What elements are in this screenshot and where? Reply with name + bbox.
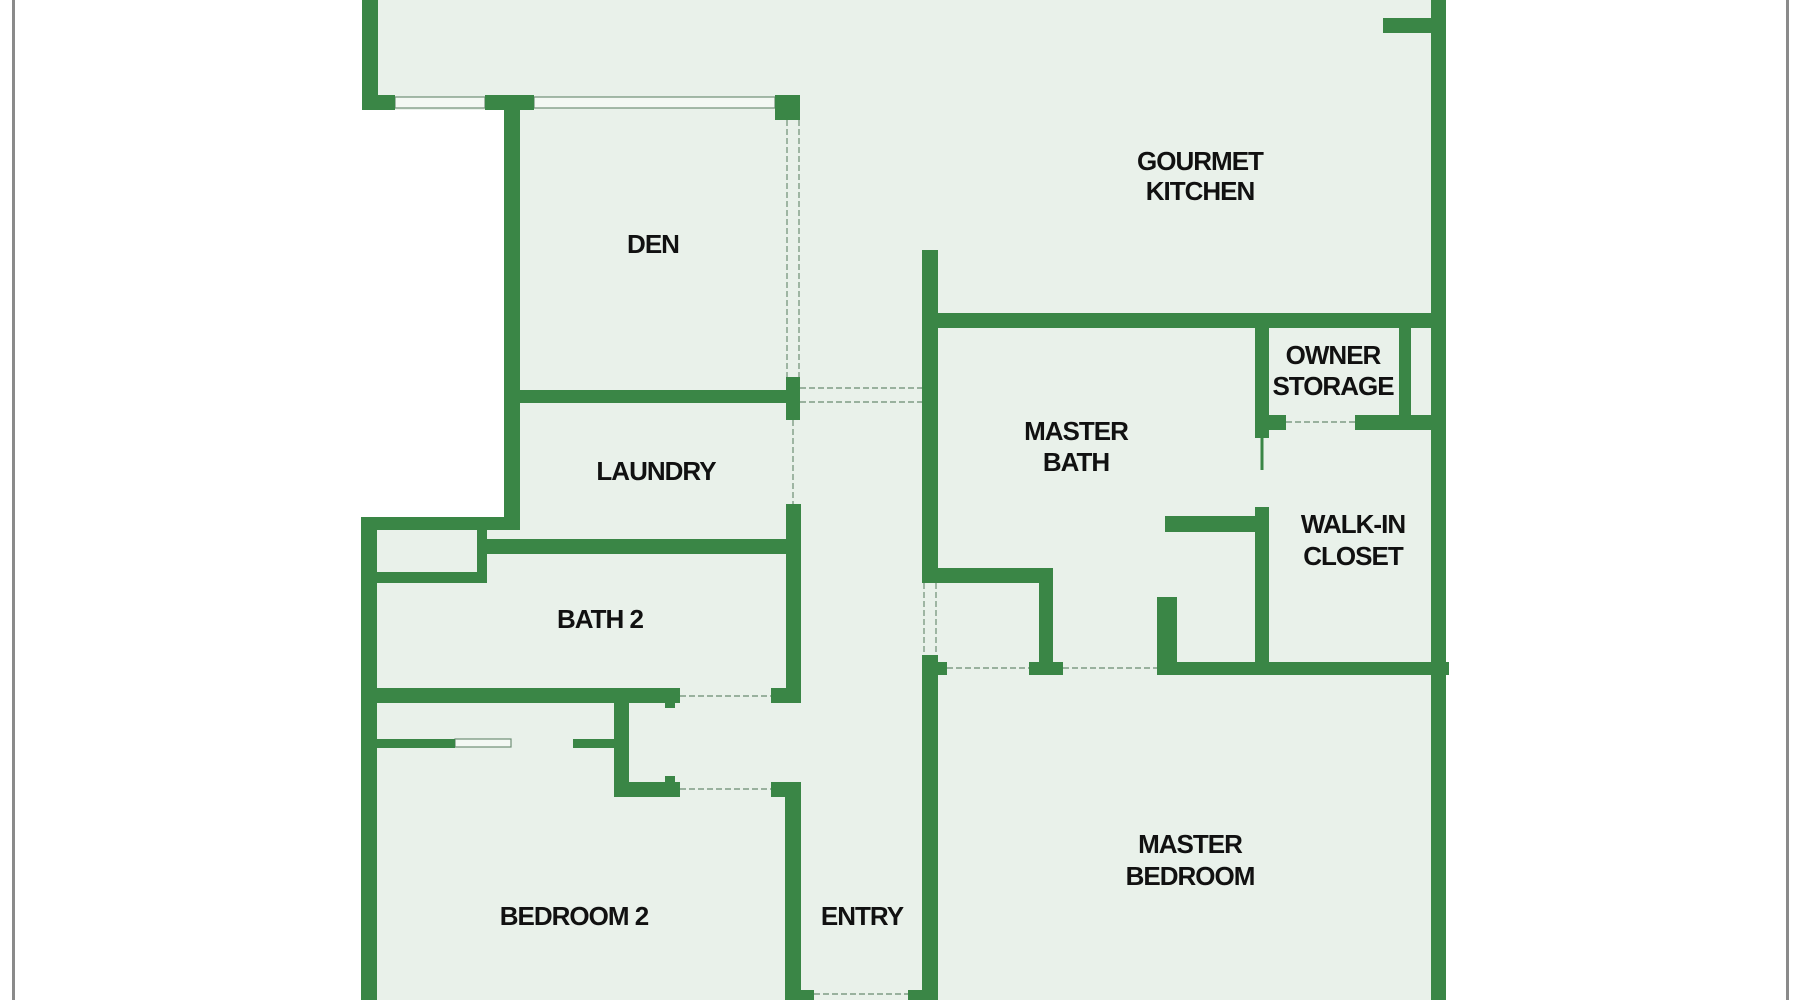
wall [922,313,1445,328]
wall [1165,516,1269,532]
window-den-top [533,96,776,109]
right-frame-border [1786,0,1789,1000]
door-openings [680,120,1355,995]
walls [361,0,1449,1000]
room-label-bath-2: BATH 2 [557,604,644,634]
wall [786,377,800,420]
wall [614,782,680,797]
wall [377,739,455,748]
wall [1157,662,1449,675]
wall [361,517,377,1000]
wall [938,568,1053,583]
wall [504,95,520,527]
wall [361,688,680,703]
wall [362,95,395,110]
floor-top [362,0,1445,110]
wall [1157,597,1177,667]
window-bedroom2-closet [454,738,512,748]
wall [361,572,487,583]
wall [785,990,814,1000]
wall [665,700,675,708]
room-label-den: DEN [627,229,679,259]
wall [922,655,938,1000]
wall [665,776,675,784]
wall [1255,507,1269,667]
left-frame-border [12,0,15,1000]
room-label-bedroom-2: BEDROOM 2 [500,901,649,931]
wall [504,390,800,403]
wall [1431,0,1446,1000]
wall [1355,415,1445,430]
wall [361,517,520,530]
window-top-left [394,96,486,109]
wall [1269,415,1286,430]
wall [1039,568,1053,675]
wall [1399,328,1411,418]
wall [775,95,800,120]
wall [487,539,801,554]
wall [922,250,938,583]
wall [477,527,487,582]
wall [786,504,801,702]
wall [771,688,801,703]
floor-areas [361,0,1445,1000]
room-label-entry: ENTRY [821,901,904,931]
wall [1029,662,1063,675]
wall [1383,18,1433,33]
wall [614,703,629,797]
wall [573,739,614,748]
wall [785,782,801,1000]
wall [1255,328,1269,438]
wall [922,662,947,675]
wall [362,0,378,110]
floor-west-wing [361,517,521,1000]
room-label-laundry: LAUNDRY [596,456,716,486]
